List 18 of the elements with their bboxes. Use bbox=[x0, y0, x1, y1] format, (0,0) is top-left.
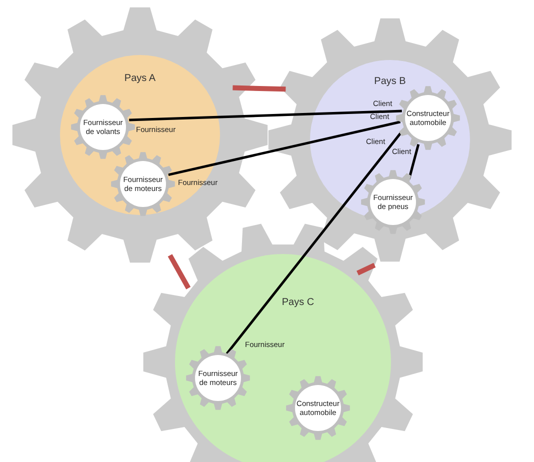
country-gear bbox=[143, 222, 423, 462]
country-title: Pays A bbox=[124, 73, 156, 84]
connection-bar bbox=[168, 254, 191, 290]
link-line bbox=[408, 144, 420, 180]
link-line bbox=[129, 110, 402, 122]
company-gear bbox=[71, 95, 135, 159]
company-gear bbox=[396, 86, 460, 150]
company-gear bbox=[361, 170, 425, 234]
country-title: Pays C bbox=[282, 297, 314, 308]
connection-bar bbox=[232, 85, 286, 92]
link-line bbox=[168, 120, 401, 176]
company-gear bbox=[111, 152, 175, 216]
connection-bar bbox=[356, 262, 376, 276]
company-gear bbox=[286, 376, 350, 440]
company-gear bbox=[186, 346, 250, 410]
country-gear bbox=[268, 18, 512, 262]
country-title: Pays B bbox=[374, 76, 406, 87]
country-gear bbox=[12, 7, 268, 263]
